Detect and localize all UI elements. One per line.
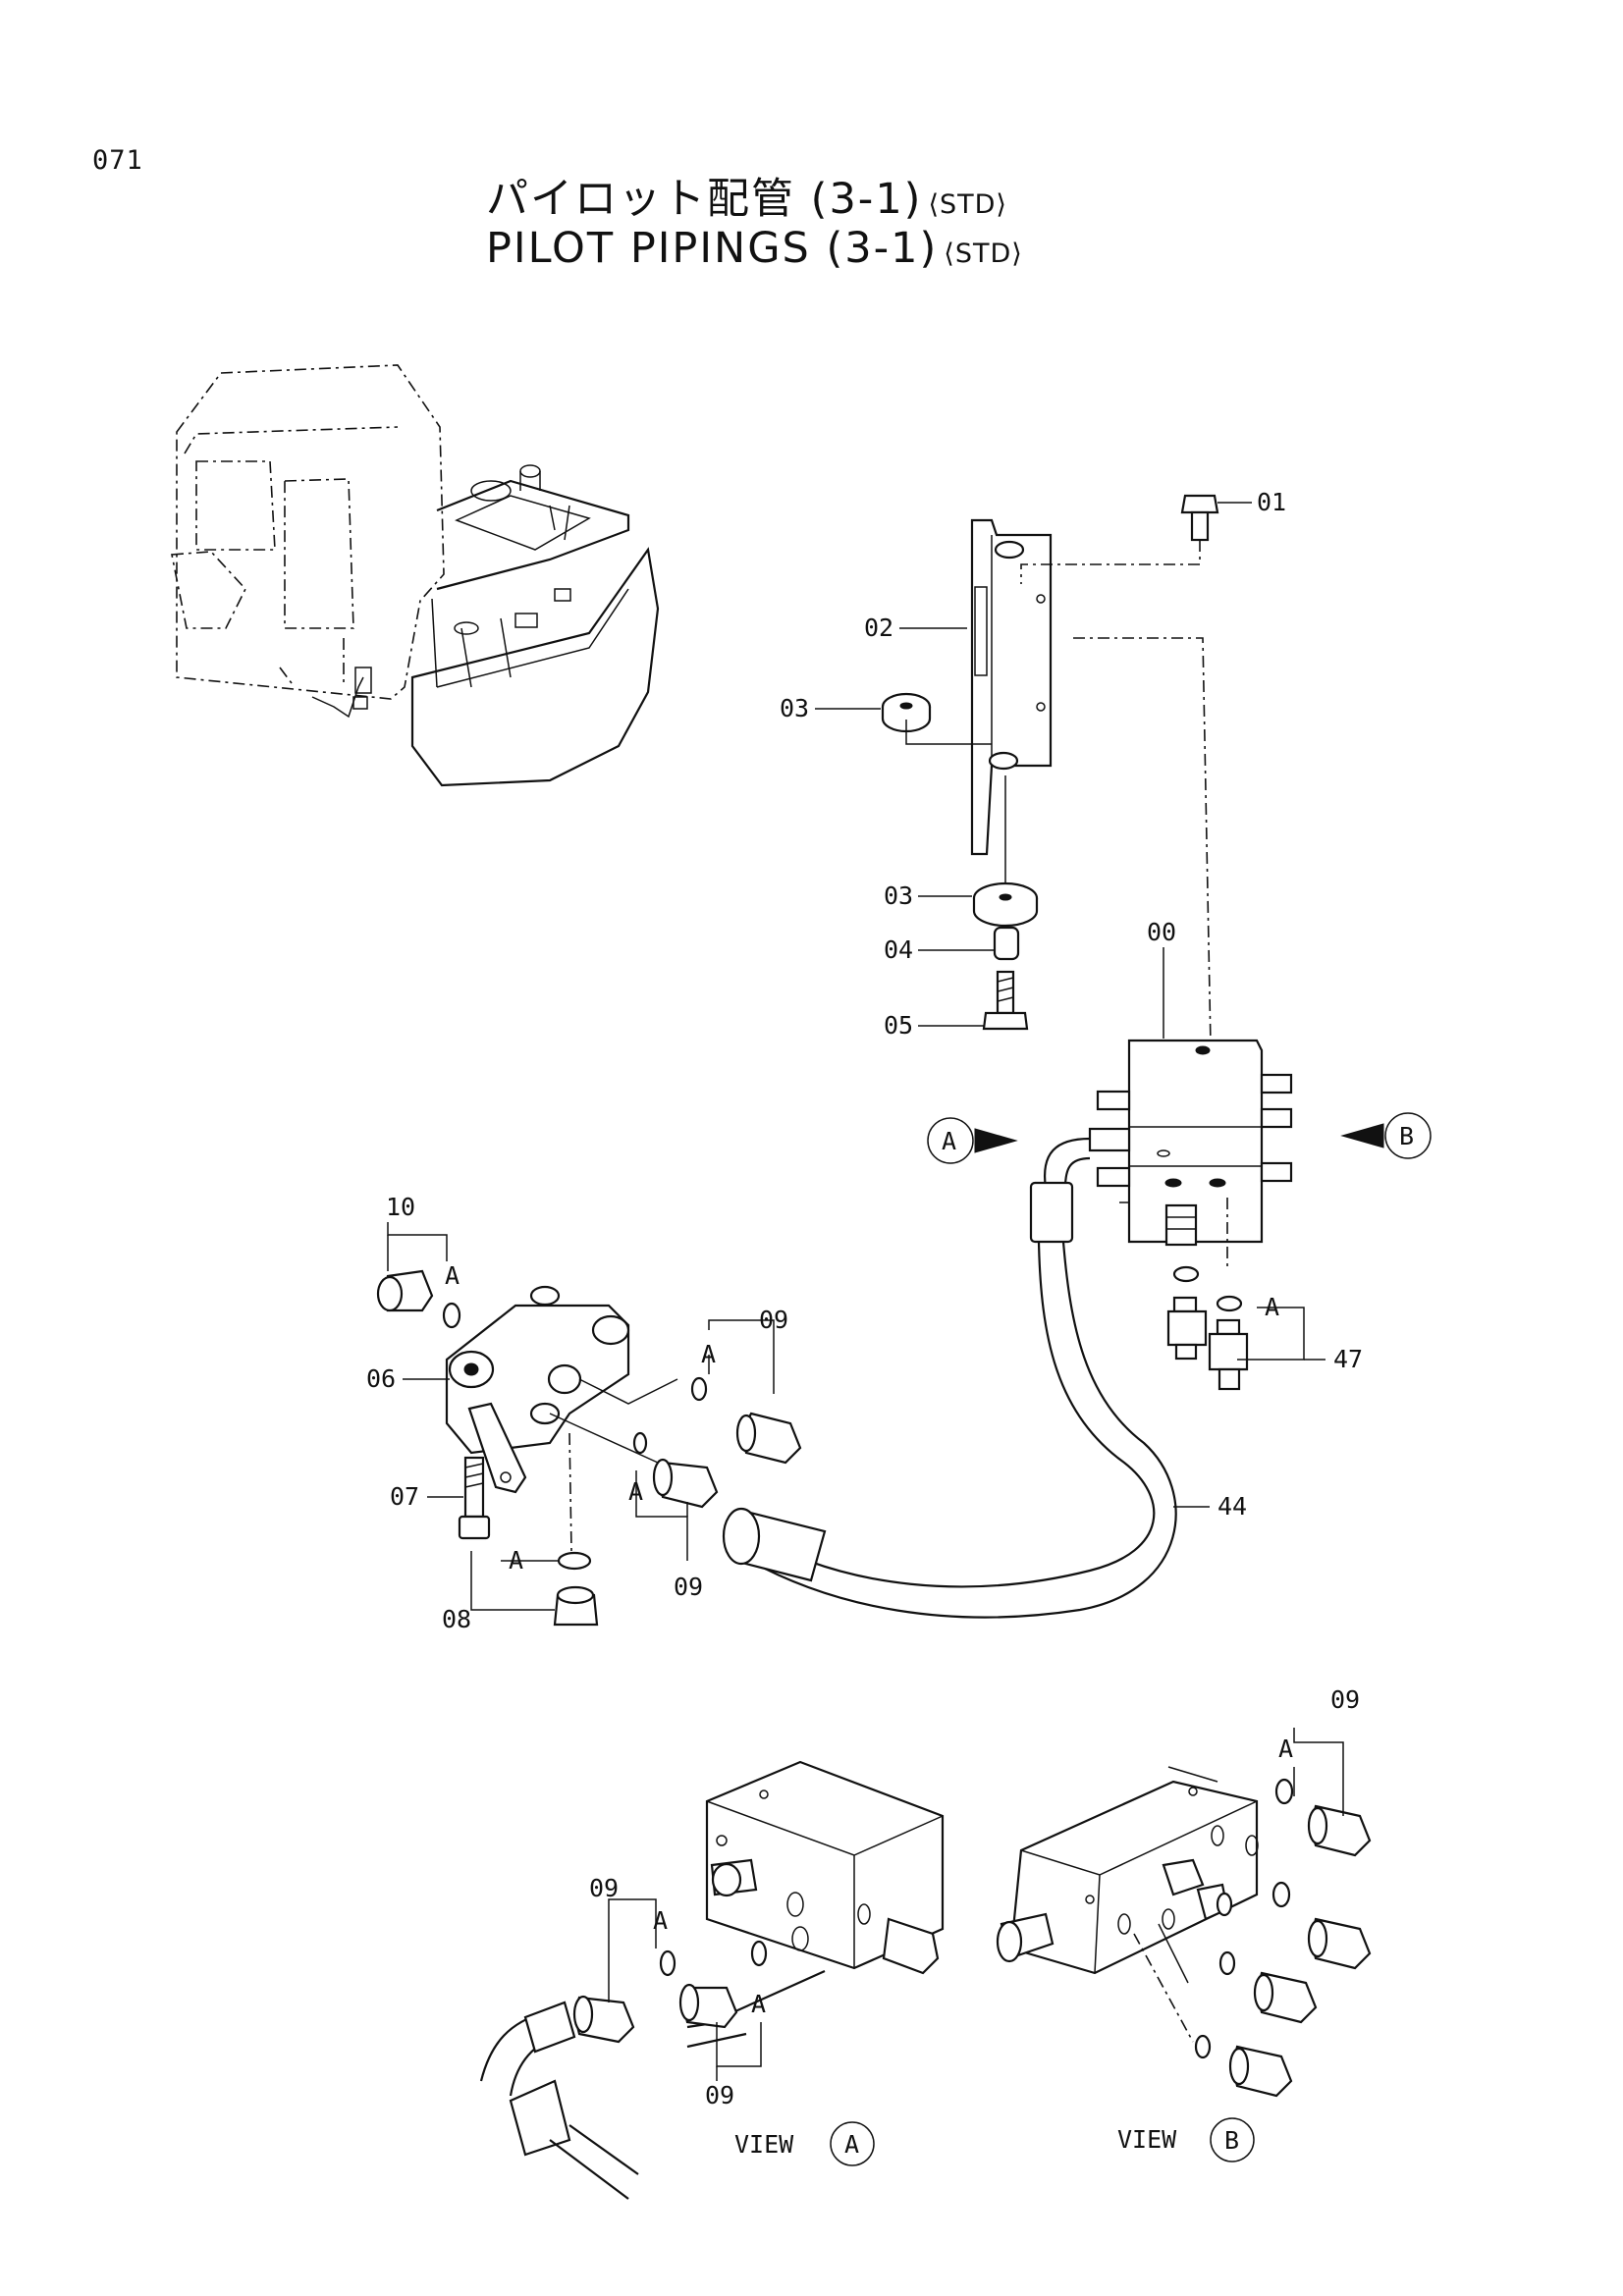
callout-03-upper: 03 [780, 694, 809, 722]
callout-44: 44 [1217, 1492, 1247, 1521]
callout-09-lower: 09 [674, 1573, 703, 1601]
detail-view-a [479, 1760, 945, 2200]
callout-06: 06 [366, 1364, 396, 1393]
marker-a-09-lower: A [628, 1477, 643, 1506]
marker-a-view-a-right: A [751, 1990, 766, 2018]
callout-04: 04 [884, 935, 913, 964]
svg-text:A: A [844, 2130, 859, 2159]
callout-labels: 01 02 03 03 04 05 00 10 06 07 08 09 09 4… [366, 488, 1363, 2109]
marker-a-47: A [1265, 1293, 1279, 1321]
marker-a-10: A [445, 1261, 460, 1290]
callout-08: 08 [442, 1605, 471, 1633]
callout-07: 07 [390, 1482, 419, 1511]
valve-block [1088, 1039, 1293, 1266]
callout-09-view-a-upper: 09 [589, 1874, 619, 1902]
view-a-caption: VIEW A [734, 2121, 875, 2166]
marker-a-view-b: A [1278, 1735, 1293, 1763]
title-japanese: パイロット配管 (3-1)⟨STD⟩ [486, 175, 1007, 224]
view-b-caption: VIEW B [1117, 2117, 1255, 2163]
page-number: 071 [92, 145, 143, 176]
callout-09-view-b: 09 [1330, 1685, 1360, 1714]
bracket-assembly [881, 494, 1219, 1046]
marker-a-08: A [509, 1546, 523, 1575]
callout-09-upper: 09 [759, 1306, 788, 1334]
svg-text:VIEW: VIEW [1117, 2125, 1177, 2154]
view-arrow-a: A [927, 1117, 1018, 1164]
o-ring-markers: A A A A A A A A A [445, 1261, 1293, 2018]
callout-02: 02 [864, 614, 893, 642]
callout-47: 47 [1333, 1345, 1363, 1373]
leader-lines [387, 502, 1344, 2081]
callout-05: 05 [884, 1011, 913, 1040]
detail-view-b [996, 1766, 1372, 2098]
view-arrow-b: B [1340, 1112, 1432, 1159]
marker-a-09-upper: A [701, 1340, 716, 1368]
excavator-cab-overview [171, 364, 660, 787]
svg-text:B: B [1399, 1122, 1414, 1150]
fitting-group-47 [1166, 1265, 1249, 1391]
pilot-hose [722, 1137, 1177, 1619]
callout-03-lower: 03 [884, 881, 913, 910]
callout-01: 01 [1257, 488, 1286, 516]
svg-text:B: B [1224, 2126, 1239, 2155]
title-english: PILOT PIPINGS (3-1)⟨STD⟩ [486, 224, 1023, 273]
marker-a-view-a-left: A [653, 1906, 668, 1935]
svg-text:VIEW: VIEW [734, 2130, 794, 2159]
callout-09-view-a-lower: 09 [705, 2081, 734, 2109]
svg-text:A: A [942, 1127, 956, 1155]
callout-10: 10 [386, 1193, 415, 1221]
callout-00: 00 [1147, 918, 1176, 946]
shuttle-valve-assembly [376, 1269, 802, 1627]
